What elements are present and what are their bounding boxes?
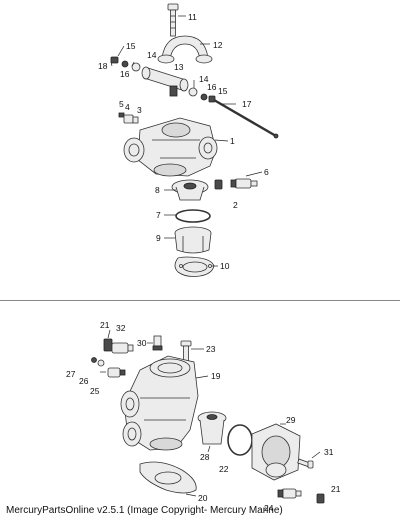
part-21-32-sender (103, 338, 134, 354)
callout-6: 6 (264, 167, 269, 177)
part-31-bolt (297, 458, 314, 469)
callout-16b: 16 (207, 82, 217, 92)
callout-26: 26 (79, 376, 89, 386)
callout-16a: 16 (120, 69, 130, 79)
callout-32: 32 (116, 323, 126, 333)
callout-27: 27 (66, 369, 76, 379)
callout-8: 8 (155, 185, 160, 195)
callout-9: 9 (156, 233, 161, 243)
part-20-gasket (139, 461, 197, 494)
lower-assembly: 21 32 30 23 27 26 25 19 29 31 28 22 21 2… (66, 320, 341, 513)
part-30-fitting (152, 335, 163, 351)
callout-15b: 15 (218, 86, 228, 96)
callout-19: 19 (211, 371, 221, 381)
callout-3: 3 (137, 105, 142, 115)
callout-1: 1 (230, 136, 235, 146)
part-2-plug (214, 179, 223, 190)
callout-21b: 21 (331, 484, 341, 494)
callout-5: 5 (119, 99, 124, 109)
callout-22: 22 (219, 464, 229, 474)
part-1-thermostat-housing (123, 117, 218, 177)
part-14-16-15-right-fittings (188, 87, 216, 103)
callout-14a: 14 (147, 50, 157, 60)
upper-assembly: 11 12 15 14 13 18 16 14 16 15 17 5 4 3 1… (98, 3, 279, 277)
callout-29: 29 (286, 415, 296, 425)
callout-7: 7 (156, 210, 161, 220)
callout-12: 12 (213, 40, 223, 50)
callout-10: 10 (220, 261, 230, 271)
copyright-caption: MercuryPartsOnline v2.5.1 (Image Copyrig… (6, 505, 283, 516)
part-8-thermostat (171, 179, 209, 201)
part-29-cover (251, 423, 301, 481)
part-11-bolt (167, 3, 179, 37)
part-7-o-ring (175, 209, 211, 223)
part-19-housing (120, 355, 199, 451)
part-17-rod (213, 98, 279, 139)
part-21-plug (316, 493, 325, 504)
callout-24: 24 (264, 503, 274, 513)
callout-13: 13 (174, 62, 184, 72)
callout-11: 11 (188, 12, 197, 22)
callout-2: 2 (233, 200, 238, 210)
part-12-bracket (157, 35, 213, 64)
callout-18: 18 (98, 61, 108, 71)
section-divider (0, 300, 400, 301)
callout-23: 23 (206, 344, 216, 354)
part-10-gasket (174, 256, 215, 277)
part-3-4-5-sender (118, 112, 139, 124)
callout-30: 30 (137, 338, 147, 348)
callout-21a: 21 (100, 320, 110, 330)
part-28-thermostat (197, 411, 227, 445)
part-15-16-left-fittings (110, 56, 141, 72)
callout-17: 17 (242, 99, 252, 109)
callout-15a: 15 (126, 41, 136, 51)
part-9-cover (174, 226, 212, 254)
callout-4: 4 (125, 102, 130, 112)
part-24-sender (277, 488, 302, 499)
callout-20: 20 (198, 493, 208, 503)
part-13-tube (141, 66, 189, 97)
part-6-sender (230, 178, 258, 189)
callout-25: 25 (90, 386, 100, 396)
callout-28: 28 (200, 452, 210, 462)
callout-14b: 14 (199, 74, 209, 84)
part-25-26-27-parts (91, 357, 126, 378)
callout-31: 31 (324, 447, 334, 457)
part-22-o-ring (227, 424, 253, 456)
